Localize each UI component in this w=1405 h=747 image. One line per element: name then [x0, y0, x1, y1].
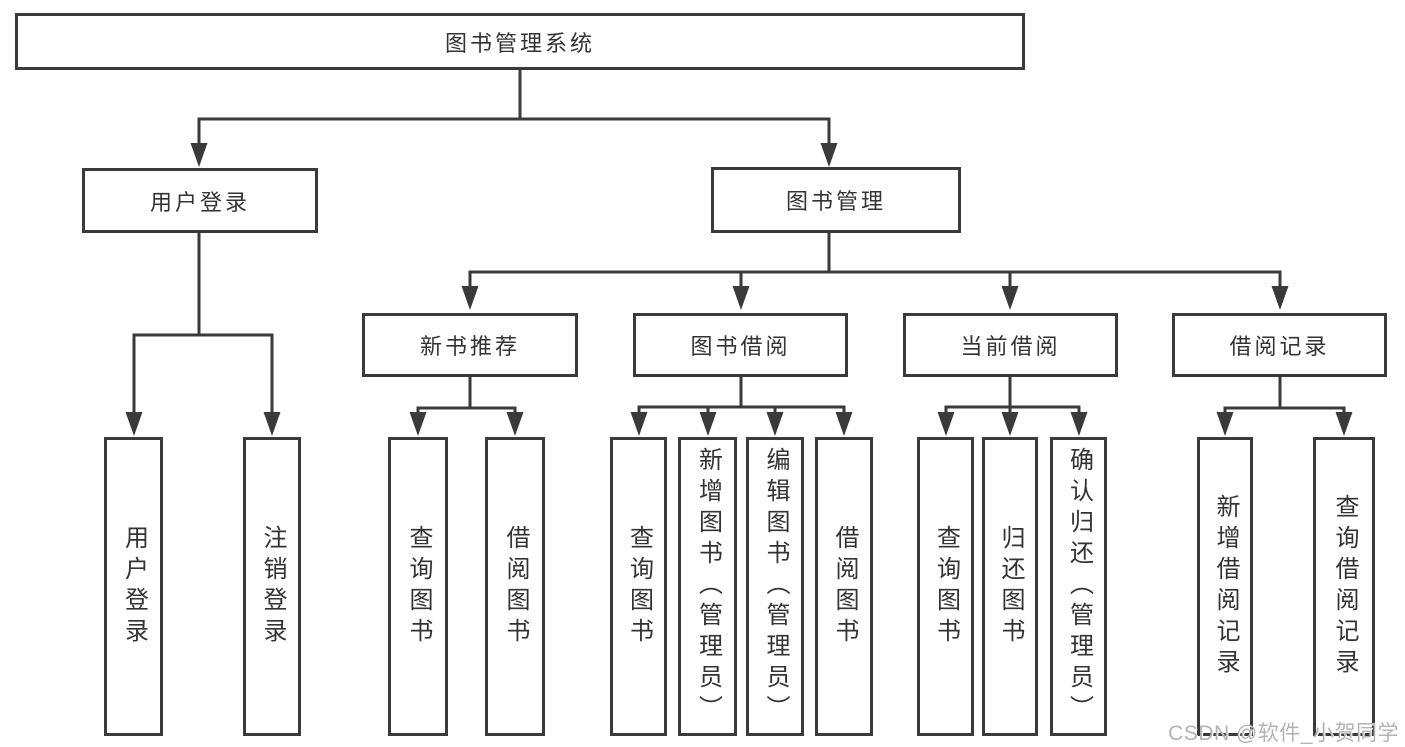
leaf-borrow-books-label: 借阅图书 — [831, 524, 858, 649]
leaf-borrow-query-books: 查询图书 — [610, 437, 667, 736]
node-borrow-records: 借阅记录 — [1172, 313, 1387, 377]
connector-root-to-level1 — [190, 68, 838, 167]
leaf-confirm-return-admin: 确认归还（管理员） — [1050, 437, 1107, 736]
leaf-add-borrow-record-label: 新增借阅记录 — [1212, 493, 1239, 680]
leaf-edit-books-admin: 编辑图书（管理员） — [746, 437, 804, 736]
node-user-login-label: 用户登录 — [149, 189, 250, 215]
node-new-book-recommend: 新书推荐 — [362, 313, 578, 377]
node-book-management-label: 图书管理 — [785, 189, 886, 214]
node-root-system: 图书管理系统 — [15, 13, 1025, 70]
leaf-recommend-borrow-books-label: 借阅图书 — [502, 524, 529, 649]
connector-user-login-branch — [125, 231, 281, 436]
leaf-return-books: 归还图书 — [982, 437, 1038, 736]
leaf-user-login: 用户登录 — [104, 437, 163, 736]
node-root-system-label: 图书管理系统 — [444, 30, 595, 56]
leaf-add-books-admin-label: 新增图书（管理员） — [694, 447, 722, 726]
leaf-current-query-books-label: 查询图书 — [932, 524, 960, 649]
connector-book-borrow-branch — [630, 375, 853, 436]
node-current-borrow: 当前借阅 — [903, 313, 1118, 377]
leaf-borrow-books: 借阅图书 — [815, 437, 873, 736]
leaf-logout: 注销登录 — [243, 437, 301, 736]
leaf-add-books-admin: 新增图书（管理员） — [678, 437, 737, 736]
leaf-add-borrow-record: 新增借阅记录 — [1197, 437, 1253, 736]
leaf-confirm-return-admin-label: 确认归还（管理员） — [1065, 447, 1093, 726]
node-borrow-records-label: 借阅记录 — [1229, 334, 1330, 359]
leaf-recommend-query-books: 查询图书 — [388, 437, 448, 736]
leaf-recommend-borrow-books: 借阅图书 — [485, 437, 545, 736]
leaf-borrow-query-books-label: 查询图书 — [625, 524, 653, 649]
watermark: CSDN @软件_小贺同学 — [1168, 722, 1399, 745]
leaf-return-books-label: 归还图书 — [997, 524, 1024, 649]
node-new-book-recommend-label: 新书推荐 — [419, 334, 520, 359]
leaf-user-login-label: 用户登录 — [120, 524, 148, 649]
leaf-recommend-query-books-label: 查询图书 — [405, 524, 432, 649]
node-book-borrow: 图书借阅 — [633, 313, 848, 377]
connector-current-borrow-branch — [937, 375, 1088, 436]
node-book-borrow-label: 图书借阅 — [690, 334, 791, 359]
connector-new-book-branch — [409, 375, 524, 436]
leaf-logout-label: 注销登录 — [259, 524, 286, 649]
node-user-login: 用户登录 — [82, 168, 318, 233]
connector-borrow-records-branch — [1216, 375, 1353, 436]
node-current-borrow-label: 当前借阅 — [960, 334, 1061, 359]
leaf-query-borrow-record: 查询借阅记录 — [1313, 437, 1375, 736]
leaf-current-query-books: 查询图书 — [917, 437, 974, 736]
connector-book-mgmt-branch — [461, 231, 1289, 310]
leaf-query-borrow-record-label: 查询借阅记录 — [1331, 493, 1358, 680]
node-book-management: 图书管理 — [711, 167, 961, 233]
leaf-edit-books-admin-label: 编辑图书（管理员） — [762, 447, 789, 726]
